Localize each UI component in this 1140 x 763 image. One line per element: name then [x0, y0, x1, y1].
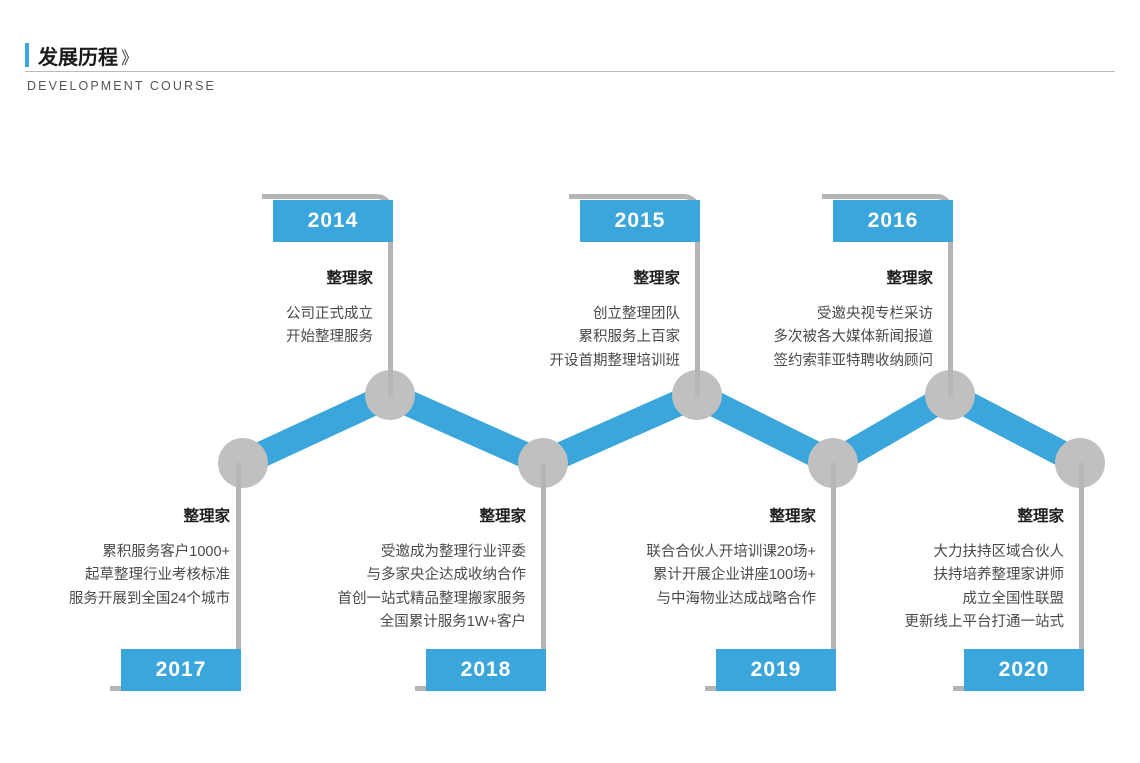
node-line: 签约索菲亚特聘收纳顾问	[773, 352, 934, 369]
node-lines-2014: 公司正式成立 开始整理服务	[93, 303, 373, 350]
header-title-row: 发展历程 》	[25, 40, 138, 68]
year-badge-2017[interactable]: 2017	[121, 649, 241, 691]
node-line: 多次被各大媒体新闻报道	[773, 329, 934, 346]
node-line: 联合合伙人开培训课20场+	[646, 543, 816, 560]
year-badge-2020[interactable]: 2020	[964, 649, 1084, 691]
year-badge-2014[interactable]: 2014	[273, 200, 393, 242]
bracket-2014	[262, 194, 393, 397]
node-text-2016: 整理家 受邀央视专栏采访 多次被各大媒体新闻报道 签约索菲亚特聘收纳顾问	[653, 270, 934, 373]
page-subtitle: DEVELOPMENT COURSE	[27, 79, 216, 93]
node-line: 成立全国性联盟	[962, 590, 1065, 607]
year-badge-2018[interactable]: 2018	[426, 649, 546, 691]
node-brand-2014: 整理家	[326, 270, 373, 287]
node-text-2020: 整理家 大力扶持区域合伙人 扶持培养整理家讲师 成立全国性联盟 更新线上平台打通…	[784, 508, 1065, 635]
node-line: 受邀成为整理行业评委	[381, 543, 526, 560]
header-divider	[25, 71, 1115, 72]
year-badge-2016[interactable]: 2016	[833, 200, 953, 242]
node-line: 受邀央视专栏采访	[817, 305, 933, 322]
node-brand-2019: 整理家	[769, 508, 816, 525]
page-title: 发展历程	[38, 47, 118, 69]
node-line: 与中海物业达成战略合作	[656, 590, 817, 607]
page-header: 发展历程 》 DEVELOPMENT COURSE	[0, 0, 1140, 110]
node-line: 服务开展到全国24个城市	[68, 590, 230, 607]
node-line: 开始整理服务	[286, 329, 373, 346]
node-lines-2016: 受邀央视专栏采访 多次被各大媒体新闻报道 签约索菲亚特聘收纳顾问	[653, 303, 934, 373]
node-text-2014: 整理家 公司正式成立 开始整理服务	[93, 270, 373, 350]
node-brand-2017: 整理家	[183, 508, 230, 525]
node-line: 与多家央企达成收纳合作	[366, 567, 527, 584]
year-badge-2019[interactable]: 2019	[716, 649, 836, 691]
node-brand-2020: 整理家	[1017, 508, 1064, 525]
year-badge-2015[interactable]: 2015	[580, 200, 700, 242]
node-line: 扶持培养整理家讲师	[933, 567, 1065, 584]
node-line: 累计开展企业讲座100场+	[652, 567, 816, 584]
node-line: 累积服务上百家	[578, 329, 681, 346]
bracket-2015	[569, 194, 700, 397]
node-line: 更新线上平台打通一站式	[904, 614, 1065, 631]
node-line: 全国累计服务1W+客户	[379, 614, 526, 631]
node-line: 公司正式成立	[286, 305, 373, 322]
node-text-2018: 整理家 受邀成为整理行业评委 与多家央企达成收纳合作 首创一站式精品整理搬家服务…	[236, 508, 527, 635]
node-lines-2020: 大力扶持区域合伙人 扶持培养整理家讲师 成立全国性联盟 更新线上平台打通一站式	[784, 541, 1065, 635]
node-lines-2018: 受邀成为整理行业评委 与多家央企达成收纳合作 首创一站式精品整理搬家服务 全国累…	[236, 541, 527, 635]
node-line: 起草整理行业考核标准	[85, 567, 230, 584]
node-lines-2017: 累积服务客户1000+ 起草整理行业考核标准 服务开展到全国24个城市	[0, 541, 230, 611]
node-lines-2015: 创立整理团队 累积服务上百家 开设首期整理培训班	[400, 303, 681, 373]
accent-bar-icon	[25, 43, 29, 67]
node-line: 开设首期整理培训班	[549, 352, 681, 369]
node-text-2015: 整理家 创立整理团队 累积服务上百家 开设首期整理培训班	[400, 270, 681, 373]
bracket-2016	[822, 194, 953, 397]
double-chevron-icon: 》	[121, 49, 138, 68]
node-line: 大力扶持区域合伙人	[933, 543, 1065, 560]
node-lines-2019: 联合合伙人开培训课20场+ 累计开展企业讲座100场+ 与中海物业达成战略合作	[526, 541, 816, 611]
node-brand-2016: 整理家	[886, 270, 933, 287]
node-text-2019: 整理家 联合合伙人开培训课20场+ 累计开展企业讲座100场+ 与中海物业达成战…	[526, 508, 816, 611]
node-line: 累积服务客户1000+	[102, 543, 230, 560]
node-line: 首创一站式精品整理搬家服务	[337, 590, 527, 607]
node-brand-2015: 整理家	[633, 270, 680, 287]
node-brand-2018: 整理家	[479, 508, 526, 525]
node-text-2017: 整理家 累积服务客户1000+ 起草整理行业考核标准 服务开展到全国24个城市	[0, 508, 230, 611]
node-line: 创立整理团队	[593, 305, 680, 322]
